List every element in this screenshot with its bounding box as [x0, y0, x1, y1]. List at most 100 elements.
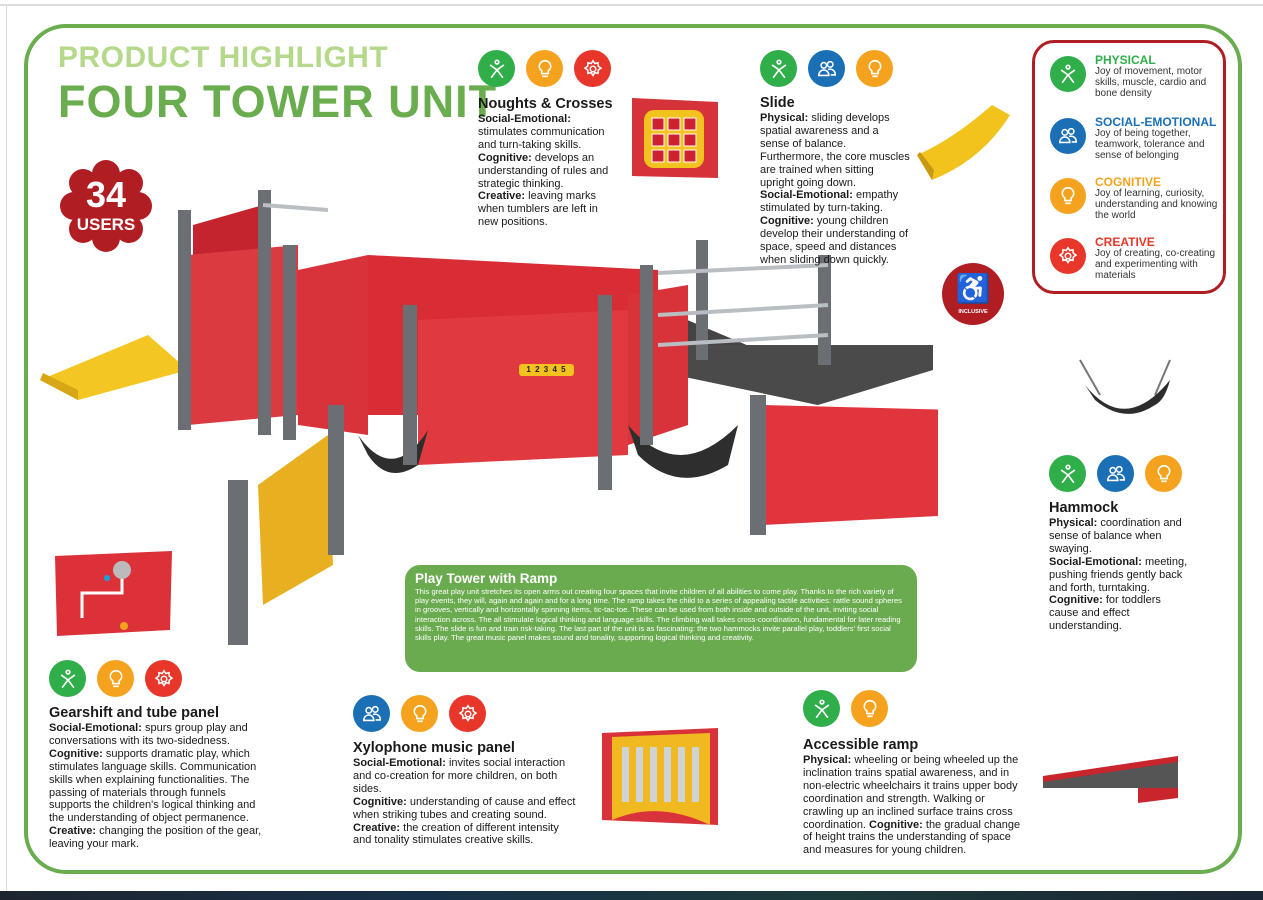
- benefit-text: empathy stimulated by turn-taking.: [760, 189, 899, 215]
- creative-icon: [449, 695, 486, 732]
- benefit-text: the gradual change of height trains the …: [803, 818, 1021, 857]
- social-emotional-icon: [1097, 455, 1134, 492]
- slide-category-icons: [760, 50, 893, 87]
- benefit-label: Social-Emotional:: [478, 113, 571, 125]
- legend-desc: Joy of learning, curiosity, understandin…: [1095, 188, 1218, 221]
- legend-title: SOCIAL-EMOTIONAL: [1095, 115, 1217, 129]
- summary-text: This great play unit stretches its open …: [415, 587, 902, 643]
- benefit-label: Cognitive:: [1049, 594, 1103, 607]
- pretitle: PRODUCT HIGHLIGHT: [58, 41, 389, 74]
- benefit-label: Social-Emotional:: [1049, 555, 1142, 568]
- benefit-label: Creative:: [353, 821, 401, 834]
- noughts-category-icons: [478, 50, 611, 87]
- page-title: FOUR TOWER UNIT: [58, 76, 498, 127]
- benefit-text: invites social interaction and co-creati…: [353, 757, 566, 795]
- benefit-text: the creation of different intensity and …: [353, 821, 559, 847]
- users-count: 34: [85, 174, 127, 215]
- benefit-text: wheeling or being wheeled up the inclina…: [803, 754, 1019, 831]
- slide-illustration: [40, 335, 188, 400]
- physical-icon: [49, 660, 86, 697]
- physical-icon: [760, 50, 797, 87]
- legend-title: PHYSICAL: [1095, 53, 1156, 67]
- physical-icon: [1050, 56, 1086, 92]
- slide-image: [917, 105, 1010, 180]
- benefit-text: stimulates communication and turn-taking…: [478, 125, 605, 151]
- gearshift-title: Gearshift and tube panel: [49, 705, 219, 721]
- xylophone-panel-image: [602, 728, 718, 825]
- legend-title: CREATIVE: [1095, 235, 1155, 249]
- benefit-label: Cognitive:: [869, 818, 923, 831]
- inclusive-badge: ♿ INCLUSIVE: [942, 263, 1004, 325]
- hammock-title: Hammock: [1049, 500, 1119, 516]
- benefit-text: young children develop their understandi…: [760, 215, 908, 266]
- benefit-label: Physical:: [803, 754, 852, 766]
- benefit-label: Creative:: [49, 825, 97, 838]
- benefit-label: Physical:: [1049, 517, 1098, 529]
- hammock-illustration: [358, 430, 428, 473]
- inclusive-label: INCLUSIVE: [958, 309, 988, 315]
- cognitive-icon: [401, 695, 438, 732]
- benefit-label: Creative:: [478, 190, 526, 203]
- benefit-label: Physical:: [760, 112, 809, 124]
- gearshift-panel-image: [55, 551, 172, 636]
- users-badge: 34 USERS: [58, 160, 154, 252]
- ramp-category-icons: [803, 690, 888, 727]
- legend-title: COGNITIVE: [1095, 175, 1162, 189]
- accessible-ramp-image: [1043, 756, 1178, 803]
- cognitive-icon: [97, 660, 134, 697]
- benefit-text: for toddlers cause and effect understand…: [1049, 594, 1161, 633]
- summary-box: Play Tower with Ramp This great play uni…: [405, 565, 917, 672]
- physical-icon: [803, 690, 840, 727]
- benefit-label: Social-Emotional:: [760, 189, 853, 202]
- benefit-label: Cognitive:: [353, 795, 407, 808]
- hammock-image: [1079, 359, 1171, 414]
- benefit-text: sliding develops spatial awareness and a…: [760, 112, 910, 189]
- noughts-crosses-panel-image: [632, 98, 718, 178]
- panel-number-strip: 1 2 3 4 5: [519, 364, 574, 376]
- hammock-category-icons: [1049, 455, 1182, 492]
- noughts-title: Noughts & Crosses: [478, 96, 613, 112]
- benefit-text: meeting, pushing friends gently back and…: [1049, 555, 1188, 594]
- slide-title: Slide: [760, 95, 795, 111]
- benefit-text: changing the position of the gear, leavi…: [49, 825, 262, 851]
- benefit-text: supports dramatic play, which stimulates…: [49, 747, 257, 825]
- ramp-illustration: [678, 345, 933, 405]
- window-left-edge: [6, 4, 7, 891]
- users-label: USERS: [76, 215, 136, 234]
- physical-icon: [1049, 455, 1086, 492]
- cognitive-icon: [1050, 178, 1086, 214]
- benefit-text: spurs group play and conversations with …: [49, 722, 248, 747]
- flower-badge-shape: [60, 160, 152, 252]
- benefit-text: coordination and sense of balance when s…: [1049, 517, 1182, 555]
- legend-desc: Joy of movement, motor skills, muscle, c…: [1095, 66, 1207, 99]
- benefit-label: Social-Emotional:: [49, 722, 142, 734]
- cognitive-icon: [1145, 455, 1182, 492]
- summary-title: Play Tower with Ramp: [415, 571, 558, 586]
- legend-desc: Joy of being together, teamwork, toleran…: [1095, 128, 1205, 161]
- benefit-label: Cognitive:: [49, 747, 103, 760]
- ramp-title: Accessible ramp: [803, 737, 919, 753]
- gearshift-category-icons: [49, 660, 182, 697]
- benefit-label: Cognitive:: [478, 151, 532, 164]
- social-emotional-icon: [808, 50, 845, 87]
- social-icon: [1050, 118, 1086, 154]
- cognitive-icon: [856, 50, 893, 87]
- page-frame: [24, 24, 1242, 874]
- social-emotional-icon: [353, 695, 390, 732]
- cognitive-icon: [851, 690, 888, 727]
- xylophone-illustration: [258, 435, 333, 605]
- creative-icon: [145, 660, 182, 697]
- benefit-text: understanding of cause and effect when s…: [353, 795, 576, 821]
- benefit-text: develops an understanding of rules and s…: [478, 151, 609, 190]
- benefit-text: leaving marks when tumblers are left in …: [478, 190, 598, 229]
- taskbar: [0, 891, 1263, 900]
